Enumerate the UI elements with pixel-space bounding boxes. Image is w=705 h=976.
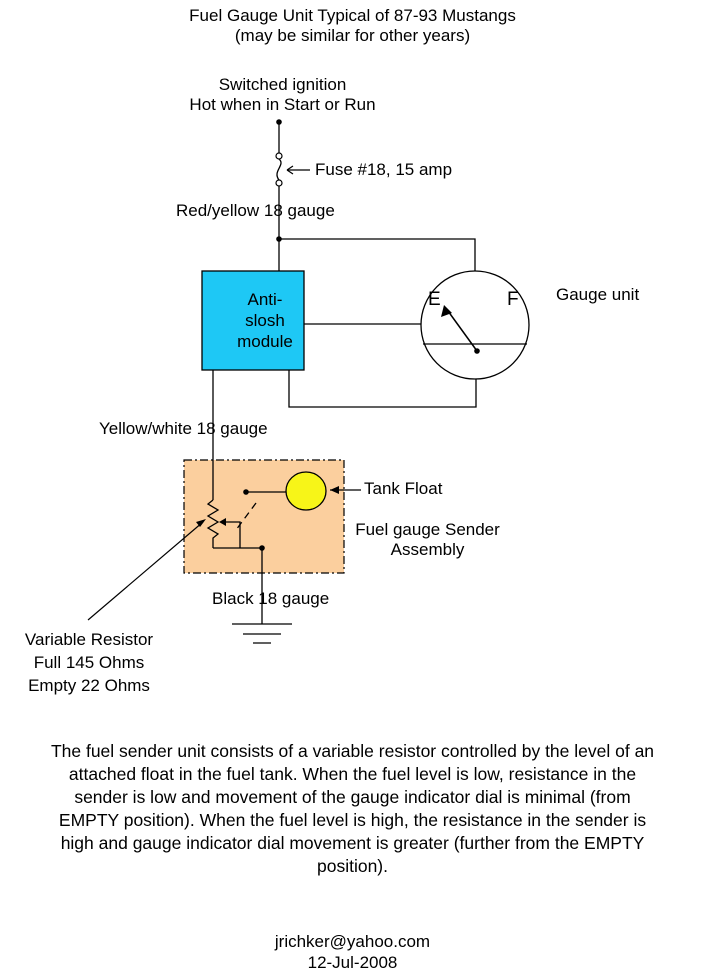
- module-label-line-1: Anti-: [247, 290, 283, 309]
- gauge-needle-tip: [441, 305, 452, 317]
- tank-float: [285, 471, 327, 511]
- gauge-needle: [447, 310, 478, 352]
- ignition-label-line-1: Switched ignition: [218, 75, 347, 94]
- gauge-unit: [420, 270, 530, 380]
- footer-date: 12-Jul-2008: [307, 953, 398, 972]
- resistor-wiper: [224, 521, 241, 548]
- description-line-2: attached float in the fuel tank. When th…: [68, 764, 637, 784]
- fuse-label: Fuse #18, 15 amp: [315, 160, 453, 179]
- resistor-label-line-2: Full 145 Ohms: [33, 653, 145, 672]
- resistor-label-line-3: Empty 22 Ohms: [28, 676, 150, 695]
- gauge-unit-label: Gauge unit: [556, 285, 640, 304]
- description-line-1: The fuel sender unit consists of a varia…: [50, 741, 655, 761]
- description-line-5: high and gauge indicator dial movement i…: [60, 833, 645, 853]
- module-label-line-2: slosh: [245, 311, 285, 330]
- description-paragraph: The fuel sender unit consists of a varia…: [0, 740, 705, 878]
- tank-float-label: Tank Float: [364, 479, 443, 498]
- anti-slosh-module: [201, 270, 305, 371]
- black-wire-label: Black 18 gauge: [212, 589, 330, 608]
- diagram-title: Fuel Gauge Unit Typical of 87-93 Mustang…: [0, 6, 705, 46]
- fuse-symbol: [275, 152, 283, 187]
- module-label-line-3: module: [237, 332, 293, 351]
- red-yellow-wire-label: Red/yellow 18 gauge: [176, 201, 335, 220]
- description-line-3: sender is low and movement of the gauge …: [74, 787, 631, 807]
- title-line-1: Fuel Gauge Unit Typical of 87-93 Mustang…: [189, 6, 516, 25]
- ground-symbol: [232, 623, 292, 644]
- sender-label-line-1: Fuel gauge Sender: [355, 520, 500, 539]
- footer-email: jrichker@yahoo.com: [274, 932, 431, 951]
- gauge-full-mark: F: [507, 289, 519, 310]
- description-line-6: position).: [316, 856, 388, 876]
- variable-resistor-label: Variable Resistor Full 145 Ohms Empty 22…: [0, 628, 178, 697]
- float-linkage: [235, 502, 257, 531]
- ignition-label-line-2: Hot when in Start or Run: [189, 95, 376, 114]
- resistor-pointer: [87, 521, 204, 621]
- ignition-terminal: [276, 119, 282, 125]
- gauge-return-wire: [288, 370, 477, 408]
- yellow-white-wire-label: Yellow/white 18 gauge: [99, 419, 268, 438]
- ignition-label: Switched ignition Hot when in Start or R…: [130, 75, 435, 115]
- gauge-empty-mark: E: [428, 289, 441, 310]
- footer: jrichker@yahoo.com 12-Jul-2008: [0, 931, 705, 973]
- gauge-feed-wire: [279, 238, 476, 271]
- module-label: Anti- slosh module: [210, 289, 320, 352]
- sender-label-line-2: Assembly: [390, 540, 465, 559]
- variable-resistor: [206, 499, 220, 548]
- sender-assembly-label: Fuel gauge Sender Assembly: [350, 520, 505, 560]
- resistor-label-line-1: Variable Resistor: [24, 630, 154, 649]
- title-line-2: (may be similar for other years): [234, 26, 471, 45]
- description-line-4: EMPTY position). When the fuel level is …: [58, 810, 647, 830]
